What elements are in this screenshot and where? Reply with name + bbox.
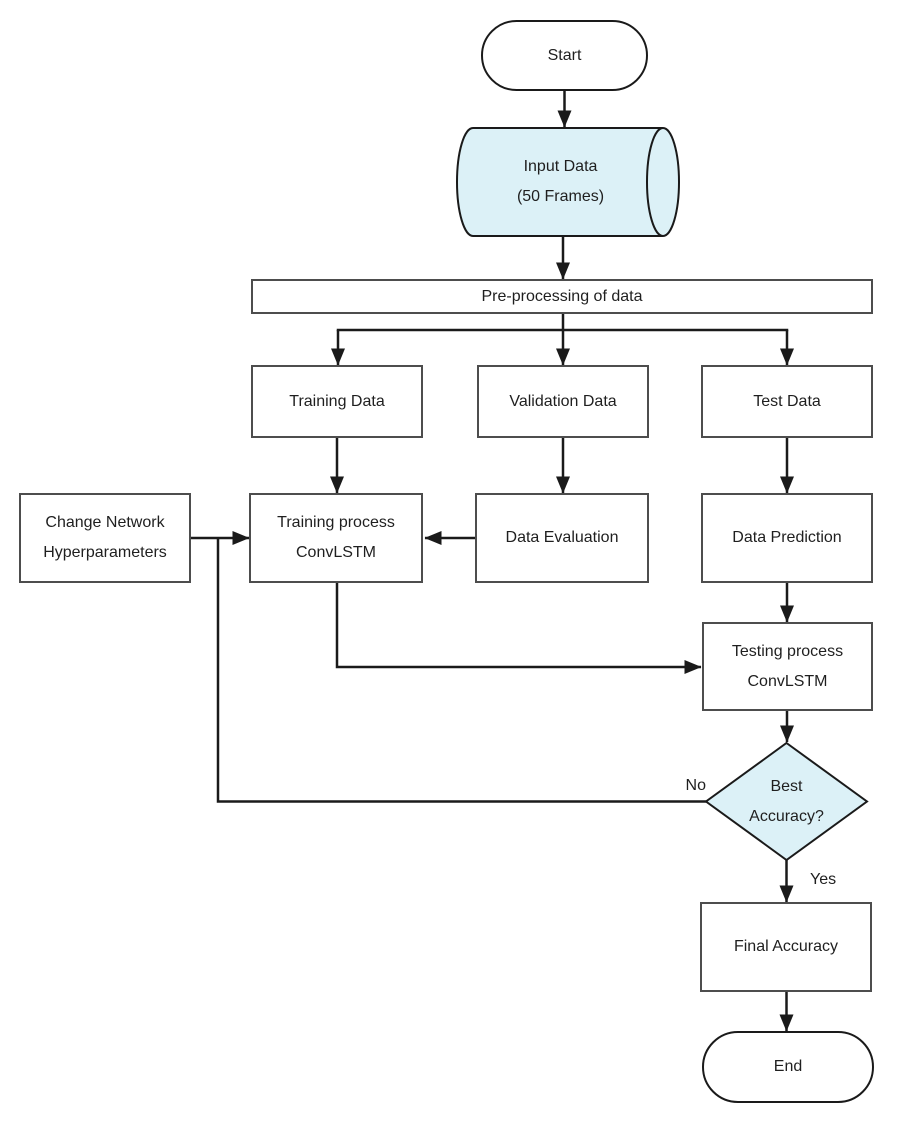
training-process-box-shape	[249, 493, 423, 583]
testing-process-box-shape	[702, 622, 873, 711]
edge-no-feedback-loop	[216, 538, 706, 803]
test-data-box-shape	[701, 365, 873, 438]
preprocessing-box-shape	[251, 279, 873, 314]
data-evaluation-box-shape	[475, 493, 649, 583]
best-accuracy-diamond-shape	[704, 741, 869, 862]
change-network-box-shape	[19, 493, 191, 583]
edge-training-process-to-testing-process	[335, 582, 702, 674]
end-terminator-shape	[702, 1031, 874, 1103]
start-terminator-shape	[481, 20, 648, 91]
final-accuracy-box-shape	[700, 902, 872, 992]
input-data-cylinder-cap	[646, 127, 664, 237]
input-data-cylinder-shape	[456, 127, 680, 237]
data-prediction-box-shape	[701, 493, 873, 583]
validation-data-box-shape	[477, 365, 649, 438]
training-data-box-shape	[251, 365, 423, 438]
